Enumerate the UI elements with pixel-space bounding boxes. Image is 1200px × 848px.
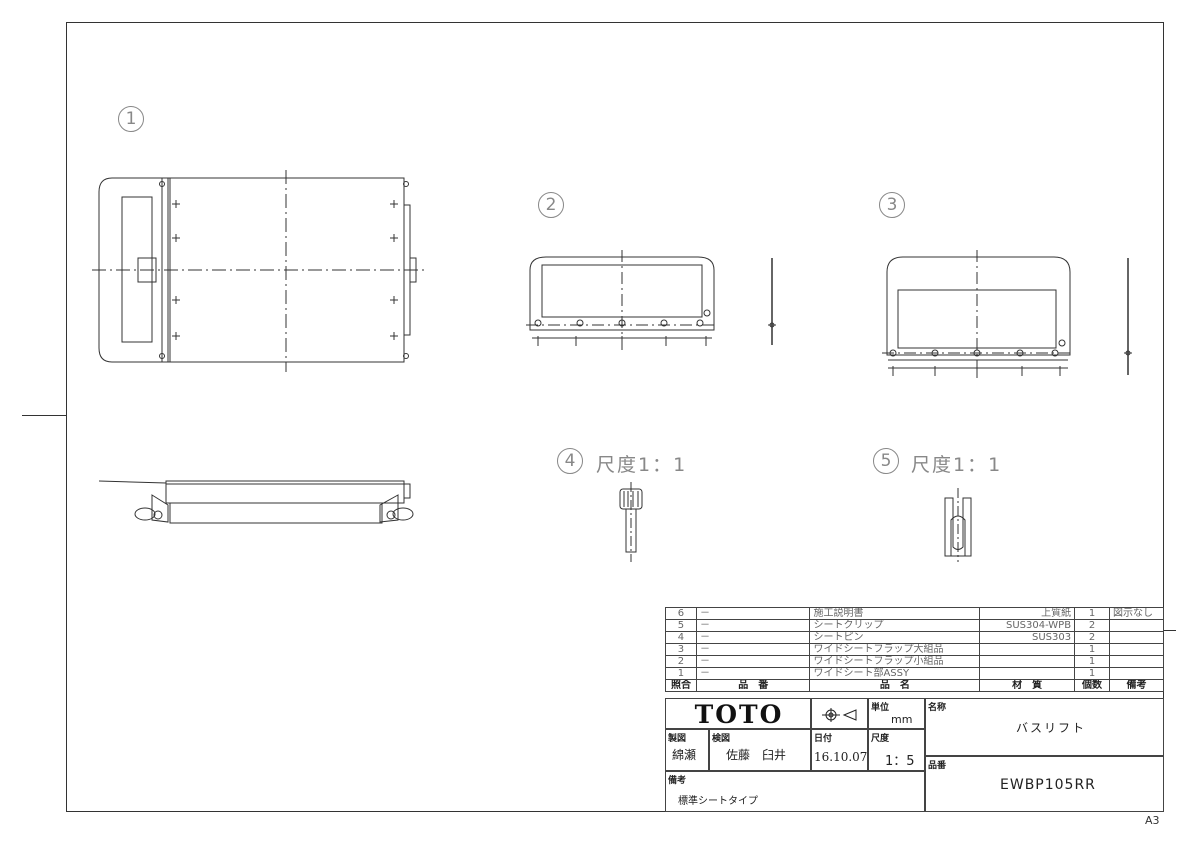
checked-by-cell: 検図 佐藤 臼井 xyxy=(709,729,811,771)
view-label-2: 2 xyxy=(538,192,564,218)
drawing-frame xyxy=(66,22,1164,812)
logo-cell: TOTO xyxy=(665,698,811,729)
projection-symbol-cell xyxy=(811,698,868,729)
parts-cell-name: シートクリップ xyxy=(809,619,981,632)
view-4-seat-pin xyxy=(619,482,643,562)
parts-cell-no: 6 xyxy=(665,607,697,620)
parts-cell-no: 4 xyxy=(665,631,697,644)
parts-cell-name: ワイドシート部ASSY xyxy=(809,667,981,680)
parts-cell-name: ワイドシートフラップ小組品 xyxy=(809,655,981,668)
view-5-scale: 尺度1：1 xyxy=(911,454,1003,476)
frame-left-tick xyxy=(22,415,66,416)
parts-cell-remark xyxy=(1109,655,1164,668)
toto-logo: TOTO xyxy=(694,700,784,729)
view-label-4: 4 xyxy=(557,448,583,474)
view-3-flap-large xyxy=(882,250,1132,378)
parts-cell-material xyxy=(979,667,1076,680)
parts-cell-name: シートピン xyxy=(809,631,981,644)
view-label-5: 5 xyxy=(873,448,899,474)
parts-cell-part_no: － xyxy=(695,631,811,644)
part-number-cell: 品番 EWBP105RR xyxy=(925,756,1164,812)
sheet-size: A3 xyxy=(1145,814,1160,827)
frame-right-tick xyxy=(1164,630,1176,631)
parts-list-row: 2－ワイドシートフラップ小組品 1 xyxy=(665,655,1164,668)
parts-cell-part_no: － xyxy=(695,619,811,632)
parts-cell-qty: 1 xyxy=(1074,643,1111,656)
unit-cell: 単位 mm xyxy=(868,698,925,729)
drawn-by-cell: 製図 綿瀬 xyxy=(665,729,709,771)
name-cell: 名称 バスリフト xyxy=(925,698,1164,756)
parts-list-row: 3－ワイドシートフラップ大組品 1 xyxy=(665,643,1164,656)
parts-cell-material xyxy=(979,643,1076,656)
parts-cell-remark xyxy=(1109,643,1164,656)
parts-list-header: 照合 品 番 品 名 材 質 個数 備考 xyxy=(665,679,1164,692)
parts-cell-remark: 図示なし xyxy=(1109,607,1164,620)
view-4-scale: 尺度1：1 xyxy=(596,454,688,476)
parts-cell-qty: 1 xyxy=(1074,667,1111,680)
remarks-cell: 備考 標準シートタイプ xyxy=(665,771,925,812)
parts-cell-remark xyxy=(1109,631,1164,644)
third-angle-projection-icon xyxy=(822,708,857,722)
parts-cell-material xyxy=(979,655,1076,668)
parts-cell-qty: 2 xyxy=(1074,619,1111,632)
parts-cell-no: 3 xyxy=(665,643,697,656)
parts-cell-name: ワイドシートフラップ大組品 xyxy=(809,643,981,656)
parts-cell-part_no: － xyxy=(695,643,811,656)
parts-cell-material: SUS303 xyxy=(979,631,1076,644)
parts-cell-no: 5 xyxy=(665,619,697,632)
parts-cell-name: 施工説明書 xyxy=(809,607,981,620)
view-1-top-view xyxy=(92,170,424,372)
parts-cell-no: 1 xyxy=(665,667,697,680)
view-5-seat-clip xyxy=(944,488,972,562)
parts-cell-qty: 1 xyxy=(1074,655,1111,668)
parts-cell-part_no: － xyxy=(695,607,811,620)
parts-cell-material: SUS304-WPB xyxy=(979,619,1076,632)
view-2-flap-small xyxy=(526,250,776,350)
parts-cell-remark xyxy=(1109,667,1164,680)
parts-cell-no: 2 xyxy=(665,655,697,668)
view-label-1: 1 xyxy=(118,106,144,132)
date-cell: 日付 16.10.07 xyxy=(811,729,868,771)
view-1-side-view xyxy=(98,480,414,524)
parts-cell-part_no: － xyxy=(695,655,811,668)
parts-cell-part_no: － xyxy=(695,667,811,680)
parts-cell-material: 上質紙 xyxy=(979,607,1076,620)
parts-cell-qty: 1 xyxy=(1074,607,1111,620)
view-label-3: 3 xyxy=(879,192,905,218)
parts-cell-qty: 2 xyxy=(1074,631,1111,644)
parts-cell-remark xyxy=(1109,619,1164,632)
scale-cell: 尺度 1：5 xyxy=(868,729,925,771)
